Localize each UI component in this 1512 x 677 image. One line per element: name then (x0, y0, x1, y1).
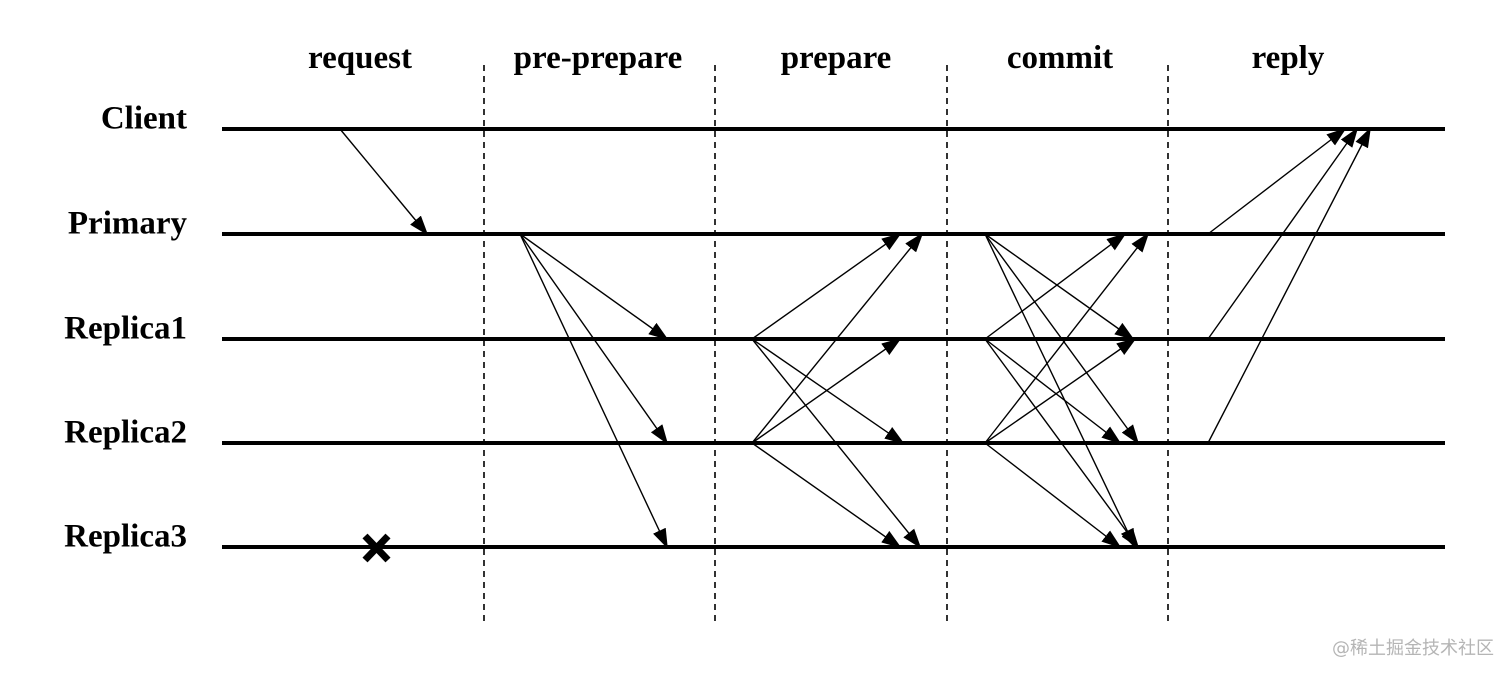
message-arrow-commit-primary-to-replica1 (984, 233, 1135, 341)
message-arrow-commit-replica1-to-primary (984, 232, 1127, 340)
message-arrow-commit-replica2-to-primary (984, 232, 1150, 444)
message-arrow-pre-prepare-primary-to-replica2 (519, 233, 669, 445)
message-arrow-commit-replica1-to-replica2 (984, 338, 1122, 445)
message-arrow-prepare-replica2-to-replica1 (751, 337, 902, 444)
message-arrow-prepare-replica1-to-replica2 (751, 338, 905, 445)
message-arrow-request-client-to-primary (339, 128, 429, 236)
message-arrow-prepare-replica1-to-replica3 (751, 338, 922, 549)
message-arrow-prepare-replica2-to-primary (751, 232, 924, 444)
message-arrow-prepare-replica2-to-replica3 (751, 442, 902, 549)
message-arrow-pre-prepare-primary-to-replica3 (519, 233, 668, 549)
message-arrow-reply-primary-to-client (1207, 127, 1347, 235)
node-label-primary: Primary (67, 205, 187, 242)
message-arrow-reply-replica2-to-client (1207, 127, 1371, 444)
failure-x-mark-icon (362, 533, 391, 563)
message-arrow-commit-replica2-to-replica3 (984, 442, 1122, 549)
message-arrow-prepare-replica1-to-primary (751, 232, 902, 340)
node-label-replica1: Replica1 (64, 310, 187, 347)
node-label-replica3: Replica3 (64, 518, 187, 555)
phase-label-pre-prepare: pre-prepare (513, 40, 683, 76)
node-label-client: Client (100, 100, 187, 137)
phase-label-request: request (308, 40, 412, 76)
message-arrow-pre-prepare-primary-to-replica1 (519, 233, 669, 341)
message-arrow-commit-replica2-to-replica1 (984, 337, 1137, 444)
message-arrow-commit-primary-to-replica2 (984, 233, 1140, 445)
watermark: @稀土掘金技术社区 (1332, 638, 1494, 659)
phase-label-reply: reply (1251, 40, 1325, 76)
phase-label-commit: commit (1006, 40, 1114, 76)
node-label-replica2: Replica2 (64, 414, 187, 451)
phase-label-prepare: prepare (780, 40, 892, 76)
message-arrow-reply-replica1-to-client (1207, 127, 1359, 340)
message-arrow-commit-replica1-to-replica3 (984, 338, 1140, 549)
